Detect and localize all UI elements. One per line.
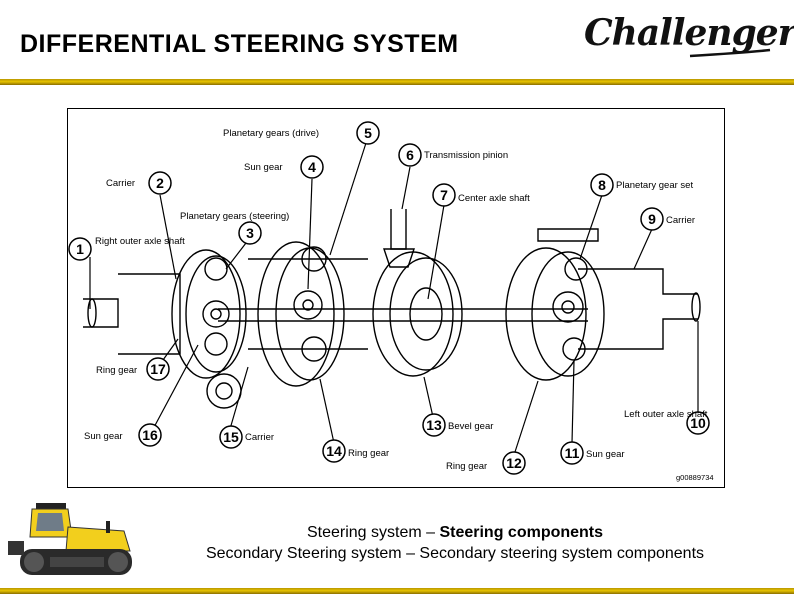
- label-ring-gear-14: Ring gear: [348, 448, 389, 459]
- label-planetary-gears-steering: Planetary gears (steering): [180, 211, 289, 222]
- label-right-outer-axle-shaft: Right outer axle shaft: [95, 236, 185, 247]
- label-bevel-gear: Bevel gear: [448, 421, 493, 432]
- caption-steering: Steering system – Steering components: [150, 524, 760, 542]
- differential-diagram: 1 2 3 4 5 6 7 8 9 10 11 12 13 14 15 16 1…: [67, 108, 725, 488]
- callout-17: 17: [150, 361, 166, 377]
- callout-10: 10: [690, 415, 706, 431]
- callout-11: 11: [565, 445, 580, 461]
- callout-9: 9: [648, 211, 656, 227]
- caption-steering-plain: Steering system –: [306, 524, 440, 541]
- label-transmission-pinion: Transmission pinion: [424, 150, 508, 161]
- page-title: DIFFERENTIAL STEERING SYSTEM: [20, 30, 459, 58]
- figure-code: g00889734: [676, 473, 714, 482]
- callout-1: 1: [76, 241, 84, 257]
- tractor-image: [8, 503, 132, 575]
- top-accent-bar: [0, 79, 794, 85]
- label-left-outer-axle-shaft: Left outer axle shaft: [624, 409, 708, 420]
- callout-15: 15: [223, 429, 239, 445]
- challenger-logo: Challenger: [584, 12, 794, 54]
- callout-12: 12: [506, 455, 522, 471]
- callout-5: 5: [364, 125, 372, 141]
- label-center-axle-shaft: Center axle shaft: [458, 193, 530, 204]
- label-sun-gear-4: Sun gear: [244, 162, 283, 173]
- label-sun-gear-11: Sun gear: [586, 449, 625, 460]
- callout-4: 4: [308, 159, 316, 175]
- callout-6: 6: [406, 147, 414, 163]
- diagram-canvas: 1 2 3 4 5 6 7 8 9 10 11 12 13 14 15 16 1…: [68, 121, 714, 482]
- bottom-accent-bar: [0, 588, 794, 594]
- label-ring-gear-17: Ring gear: [96, 365, 137, 376]
- callout-14: 14: [326, 443, 342, 459]
- label-carrier-2: Carrier: [106, 178, 135, 189]
- callout-3: 3: [246, 225, 254, 241]
- label-carrier-9: Carrier: [666, 215, 695, 226]
- label-carrier-15: Carrier: [245, 432, 274, 443]
- label-ring-gear-12: Ring gear: [446, 461, 487, 472]
- caption-secondary-steering: Secondary Steering system – Secondary st…: [205, 545, 705, 562]
- callout-8: 8: [598, 177, 606, 193]
- callout-2: 2: [156, 175, 164, 191]
- logo-swoosh: [689, 48, 771, 58]
- callout-16: 16: [142, 427, 158, 443]
- label-planetary-gear-set: Planetary gear set: [616, 180, 693, 191]
- callout-13: 13: [426, 417, 442, 433]
- label-planetary-gears-drive: Planetary gears (drive): [223, 128, 319, 139]
- caption-steering-bold: Steering components: [439, 524, 604, 541]
- callout-7: 7: [440, 187, 448, 203]
- label-sun-gear-16: Sun gear: [84, 431, 123, 442]
